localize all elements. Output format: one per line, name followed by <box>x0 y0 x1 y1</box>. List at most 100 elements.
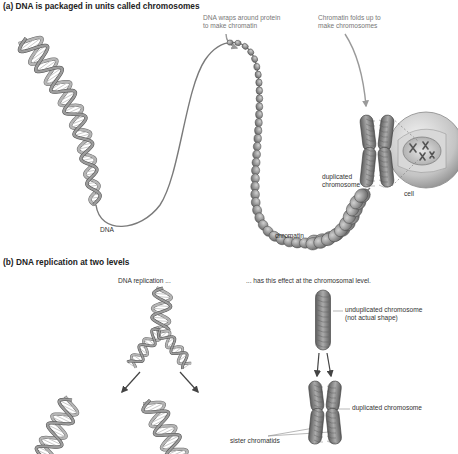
chromatin-texture <box>379 135 388 137</box>
nucleosome <box>227 40 233 46</box>
tiny-chromosome <box>420 153 425 160</box>
nucleosome <box>254 134 262 143</box>
chromatin-texture <box>327 391 336 393</box>
base-pair <box>173 452 187 454</box>
chromatin-texture <box>314 440 323 442</box>
duplicated-chromosome <box>359 114 394 187</box>
chromatin-texture <box>314 425 323 427</box>
chromatin-texture <box>314 420 323 422</box>
part-label: duplicated chromosome <box>322 173 362 188</box>
chromatin-texture <box>379 155 388 157</box>
chromatin-texture <box>327 426 336 428</box>
duplication-arrow <box>317 353 319 376</box>
chromatin-texture <box>314 385 323 387</box>
front-strand <box>158 330 187 369</box>
nucleosome <box>251 55 259 63</box>
nucleosome <box>256 95 263 103</box>
chromatin-texture <box>314 390 323 392</box>
chromatin-texture <box>327 431 336 433</box>
chromatin-texture <box>366 169 375 171</box>
chromatin-texture <box>379 170 388 172</box>
nucleus <box>403 137 441 165</box>
chromatin-texture <box>327 441 336 443</box>
unduplicated-chromosome <box>316 290 331 350</box>
chromatin-texture <box>318 340 329 342</box>
tiny-chromosomes <box>410 142 434 160</box>
chromatid-arm <box>377 147 394 188</box>
split-arrow <box>180 372 198 392</box>
chromatin-texture <box>314 430 323 432</box>
callout-text: DNA wraps around protein to make chromat… <box>203 14 287 29</box>
chromatid-arm <box>325 380 342 412</box>
nucleosome <box>253 142 261 151</box>
base-pair <box>127 362 136 368</box>
nucleosome <box>253 63 260 71</box>
front-strand-outline <box>127 329 160 362</box>
nucleosome <box>255 118 263 127</box>
chromatin-texture <box>379 145 388 147</box>
chromatid-arm <box>325 408 342 445</box>
front-strand <box>127 329 160 362</box>
chromatin-texture <box>314 400 323 402</box>
chromatin-texture <box>366 154 375 156</box>
dna-helix <box>152 288 171 331</box>
nucleosome <box>247 48 255 57</box>
generated-art <box>19 37 395 454</box>
front-strand <box>143 400 186 454</box>
chromatin-texture <box>327 421 336 423</box>
part-label: sister chromatids <box>230 437 310 445</box>
chromatin-texture <box>318 335 329 337</box>
part-label: cell <box>404 190 434 198</box>
nucleosomes <box>227 40 373 251</box>
chromatin-texture <box>366 184 375 186</box>
chromatid-arm <box>316 290 331 350</box>
nucleosome <box>234 40 241 47</box>
chromatin-texture <box>327 436 336 438</box>
front-strand <box>19 38 100 205</box>
duplicated-chromosome <box>308 380 342 444</box>
chromatin-texture <box>327 406 336 408</box>
tiny-chromosome <box>430 152 434 158</box>
chromatin-texture <box>327 386 336 388</box>
cell-illustration <box>388 112 458 188</box>
front-strand-outline <box>143 400 186 454</box>
chromatin-texture <box>379 160 388 162</box>
chromatin-texture <box>366 159 375 161</box>
front-strand-outline <box>36 399 73 454</box>
part-label: chromatin <box>275 232 325 240</box>
nucleosome <box>255 71 262 79</box>
dna-fiber <box>96 42 370 243</box>
part-label: DNA <box>100 226 130 234</box>
chromatin-texture <box>379 180 388 182</box>
nucleosome <box>241 42 249 50</box>
chromatin-texture <box>318 310 329 312</box>
chromatin-texture <box>318 300 329 302</box>
chromatin-texture <box>366 119 375 121</box>
chromatin-texture <box>366 179 375 181</box>
chromatin-texture <box>318 320 329 322</box>
front-strand-outline <box>152 288 171 331</box>
chromatin-texture <box>314 405 323 407</box>
chromatin-texture <box>366 124 375 126</box>
zoom-line <box>392 160 418 186</box>
chromatin-texture <box>379 120 388 122</box>
chromatin-texture <box>366 134 375 136</box>
chromatin-texture <box>366 174 375 176</box>
chromatin-texture <box>318 345 329 347</box>
chromatid-arm <box>308 380 325 412</box>
chromatin-texture <box>379 185 388 187</box>
chromatin-texture <box>314 395 323 397</box>
zoom-line <box>392 118 418 141</box>
nucleosome <box>255 110 262 118</box>
part-label: duplicated chromosome <box>352 404 452 412</box>
base-pair <box>152 317 167 318</box>
chromatin-texture <box>327 396 336 398</box>
chromatin-texture <box>314 415 323 417</box>
dna-helix <box>127 327 160 368</box>
chromatid-arm <box>359 114 376 151</box>
nucleosome <box>352 186 371 205</box>
cell-cutaway <box>398 129 446 172</box>
chromatin-texture <box>379 175 388 177</box>
chromatin-texture <box>318 295 329 297</box>
